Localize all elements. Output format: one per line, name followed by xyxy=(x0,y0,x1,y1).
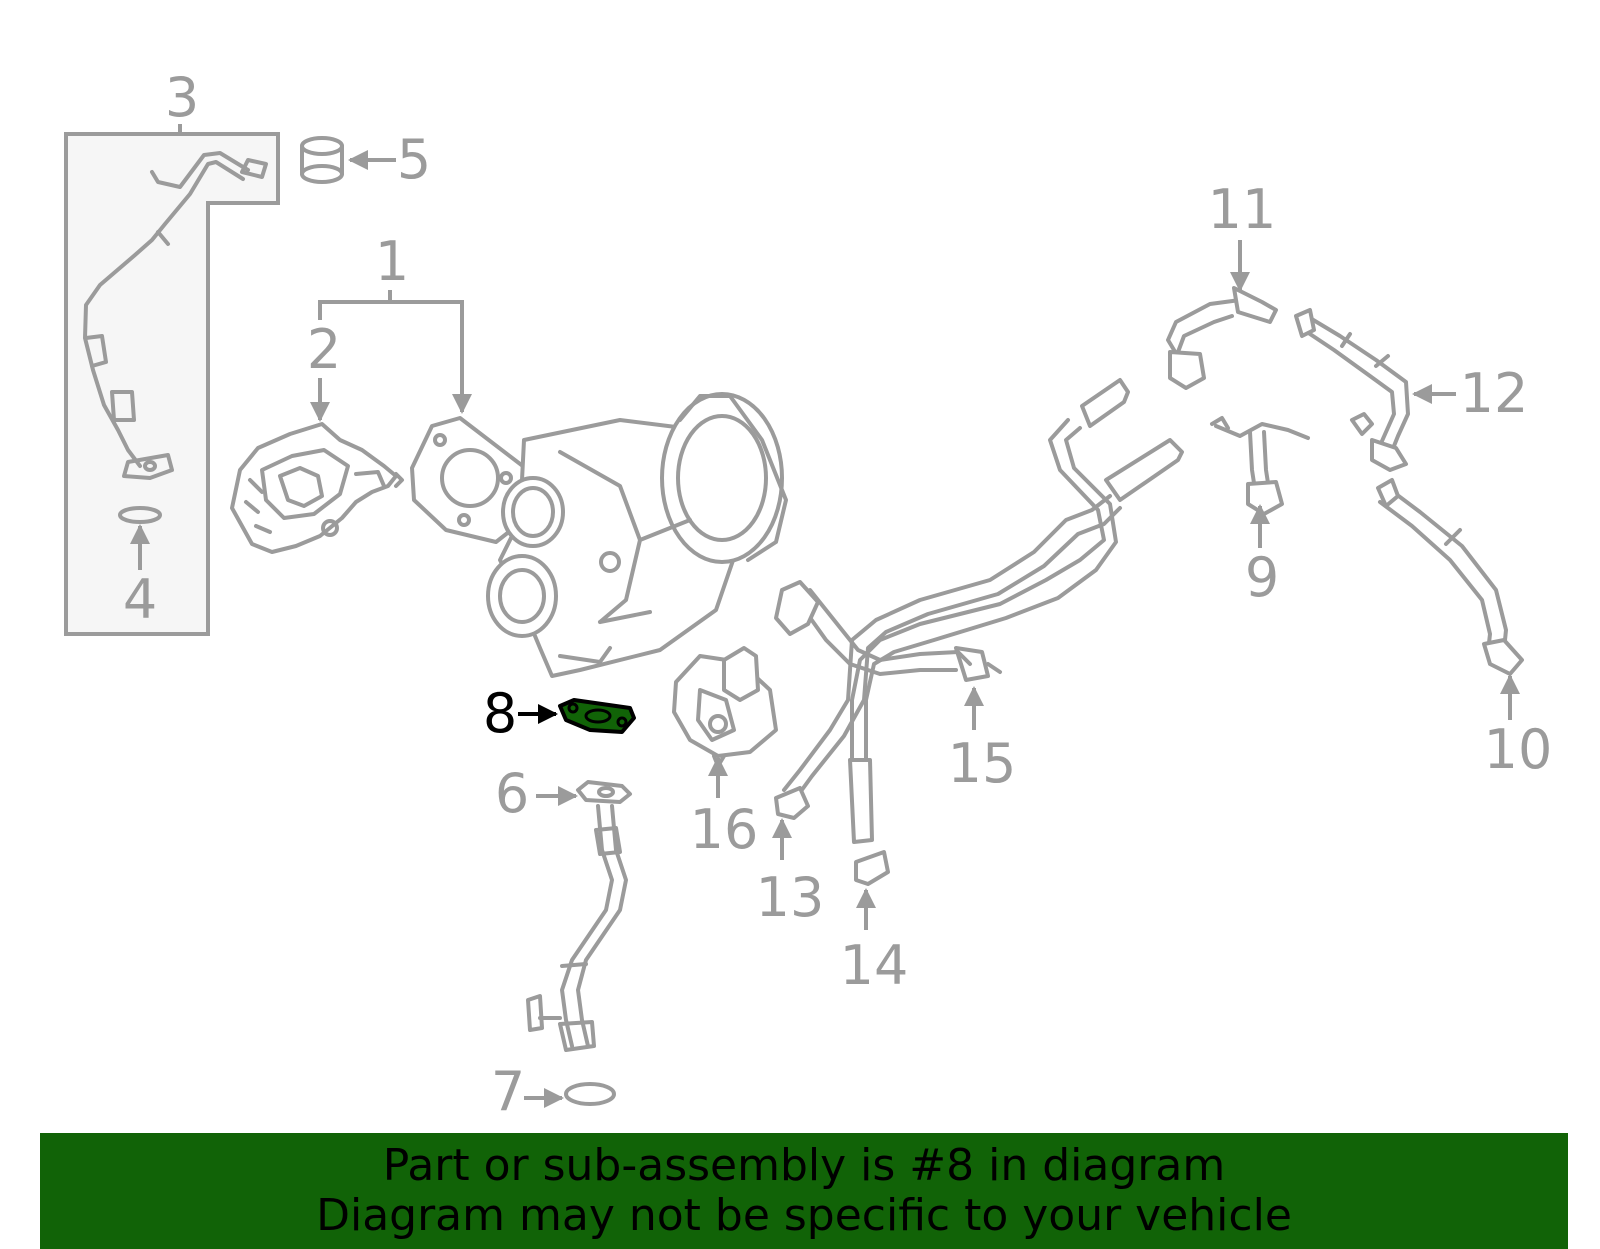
callout-1: 1 xyxy=(375,230,409,293)
part-1-turbocharger[interactable] xyxy=(410,392,788,678)
part-info-banner: Part or sub-assembly is #8 in diagram Di… xyxy=(40,1133,1568,1249)
part-9-fitting[interactable] xyxy=(1210,416,1310,516)
callout-14: 14 xyxy=(840,934,909,997)
part-8-gasket[interactable] xyxy=(558,698,636,734)
part-10-hose[interactable] xyxy=(1376,478,1524,676)
callout-15: 15 xyxy=(948,732,1017,795)
callout-16: 16 xyxy=(690,798,759,861)
callout-11: 11 xyxy=(1208,178,1277,241)
callout-6: 6 xyxy=(495,762,529,825)
callout-7: 7 xyxy=(491,1060,525,1123)
part-4-washer[interactable] xyxy=(118,506,162,524)
part-3-oil-line[interactable] xyxy=(83,151,268,480)
callout-9: 9 xyxy=(1245,546,1279,609)
callout-13: 13 xyxy=(756,866,825,929)
coolant-lines[interactable] xyxy=(774,378,1184,886)
part-6-gasket[interactable] xyxy=(576,780,632,804)
oil-return-pipe[interactable] xyxy=(526,804,628,1052)
callout-5: 5 xyxy=(397,128,431,191)
group-3-box xyxy=(64,132,280,636)
callout-12: 12 xyxy=(1460,362,1529,425)
banner-line-1: Part or sub-assembly is #8 in diagram xyxy=(382,1140,1226,1191)
callout-10: 10 xyxy=(1484,718,1553,781)
part-7-oring[interactable] xyxy=(564,1082,616,1106)
callout-3: 3 xyxy=(165,66,199,129)
part-12-hose[interactable] xyxy=(1294,308,1410,472)
part-5-seal[interactable] xyxy=(300,136,344,184)
banner-line-2: Diagram may not be specific to your vehi… xyxy=(316,1190,1292,1241)
part-11-hose[interactable] xyxy=(1166,286,1278,390)
callout-2: 2 xyxy=(307,318,341,381)
part-16-pump[interactable] xyxy=(672,646,778,768)
callout-4: 4 xyxy=(123,568,157,631)
callout-8: 8 xyxy=(483,682,517,745)
bracket-1 xyxy=(318,300,472,414)
part-2-housing[interactable] xyxy=(230,422,404,554)
